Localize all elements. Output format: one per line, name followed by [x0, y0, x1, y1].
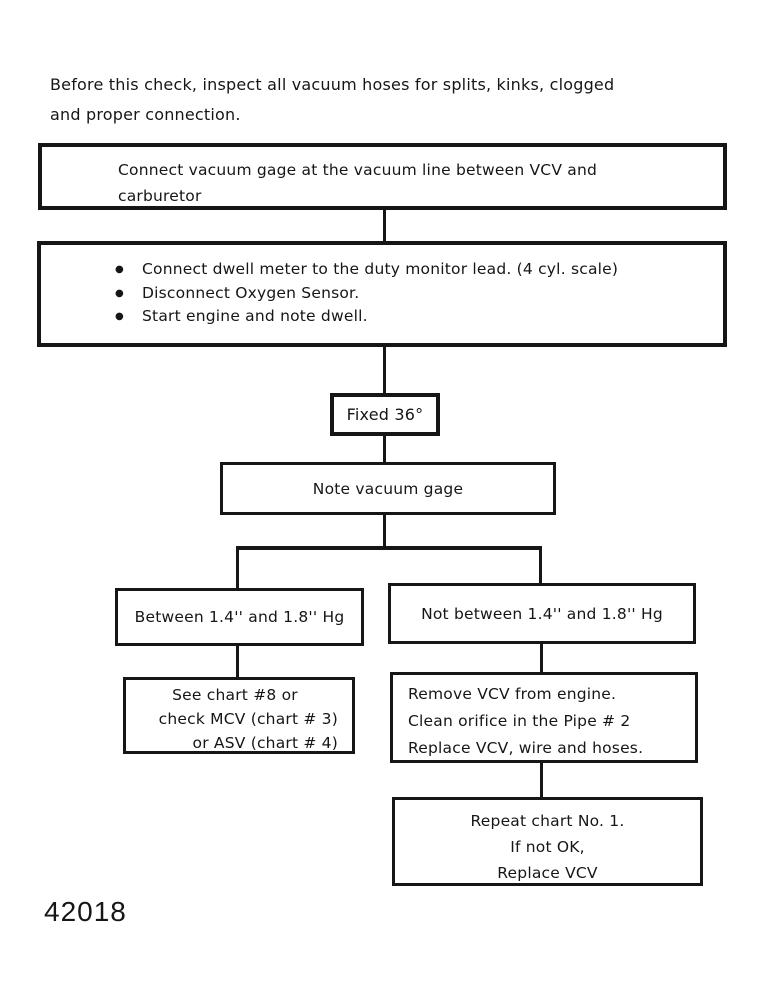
checklist-item: ● Start engine and note dwell.: [115, 305, 715, 329]
repeat-chart-line-2: If not OK,: [510, 838, 585, 856]
connector-split-left: [236, 548, 239, 589]
intro-line-1: Before this check, inspect all vacuum ho…: [50, 75, 615, 94]
bullet-icon: ●: [115, 287, 124, 299]
figure-number: 42018: [44, 896, 127, 927]
remove-vcv-line-2: Clean orifice in the Pipe # 2: [408, 712, 631, 730]
action-remove-vcv-box: Remove VCV from engine. Clean orifice in…: [390, 672, 698, 763]
note-vacuum-gage-box: Note vacuum gage: [220, 462, 556, 515]
checklist-item-text: Disconnect Oxygen Sensor.: [142, 283, 360, 302]
action-see-chart-box: See chart #8 or check MCV (chart # 3) or…: [123, 677, 355, 754]
dwell-meter-checklist: ● Connect dwell meter to the duty monitor…: [41, 245, 723, 329]
see-chart-line-1: See chart #8 or: [172, 686, 298, 704]
condition-not-between-label: Not between 1.4'' and 1.8'' Hg: [421, 604, 663, 623]
branch-split-bar: [236, 546, 542, 550]
remove-vcv-line-1: Remove VCV from engine.: [408, 685, 617, 703]
remove-vcv-line-3: Replace VCV, wire and hoses.: [408, 739, 644, 757]
step-connect-gage-line-2: carburetor: [118, 187, 202, 205]
checklist-item-text: Start engine and note dwell.: [142, 307, 368, 325]
checklist-item-text: Connect dwell meter to the duty monitor …: [142, 260, 619, 278]
connector-between-seechart: [236, 645, 239, 678]
condition-between-box: Between 1.4'' and 1.8'' Hg: [115, 588, 364, 646]
note-vacuum-gage-label: Note vacuum gage: [312, 479, 464, 498]
checklist-item: ● Connect dwell meter to the duty monitor…: [115, 258, 715, 282]
bullet-icon: ●: [115, 311, 124, 322]
see-chart-line-2: check MCV (chart # 3): [158, 710, 338, 728]
checklist-item: ● Disconnect Oxygen Sensor.: [115, 282, 715, 306]
connector-step2-fixed36: [383, 346, 386, 394]
step-connect-gage-text: Connect vacuum gage at the vacuum line b…: [42, 147, 723, 209]
step-dwell-meter-box: ● Connect dwell meter to the duty monitor…: [37, 241, 727, 347]
step-connect-gage-box: Connect vacuum gage at the vacuum line b…: [38, 143, 727, 210]
connector-note-split: [383, 514, 386, 548]
condition-not-between-box: Not between 1.4'' and 1.8'' Hg: [388, 583, 696, 644]
connector-fixed36-note: [383, 435, 386, 463]
action-repeat-chart-box: Repeat chart No. 1. If not OK, Replace V…: [392, 797, 703, 886]
fixed-36-box: Fixed 36°: [330, 393, 440, 436]
repeat-chart-line-1: Repeat chart No. 1.: [470, 812, 625, 830]
connector-step1-step2: [383, 209, 386, 242]
intro-line-2: and proper connection.: [50, 105, 241, 124]
connector-remove-repeat: [540, 762, 543, 798]
connector-notbetween-remove: [540, 643, 543, 673]
see-chart-line-3: or ASV (chart # 4): [192, 734, 338, 752]
repeat-chart-line-3: Replace VCV: [497, 864, 598, 882]
condition-between-label: Between 1.4'' and 1.8'' Hg: [134, 608, 345, 626]
step-connect-gage-line-1: Connect vacuum gage at the vacuum line b…: [118, 161, 598, 179]
fixed-36-label: Fixed 36°: [346, 405, 424, 424]
connector-split-right: [539, 548, 542, 585]
intro-text: Before this check, inspect all vacuum ho…: [50, 70, 730, 130]
bullet-icon: ●: [115, 264, 124, 275]
